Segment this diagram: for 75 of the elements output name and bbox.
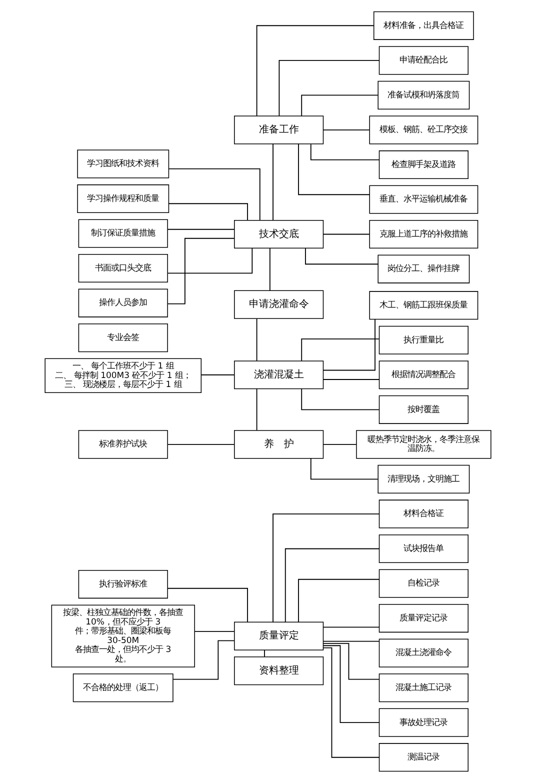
node-box: 混凝土浇灌命令	[378, 638, 468, 668]
node-box: 标准养护试块	[78, 430, 168, 459]
node-box: 事故处理记录	[378, 708, 468, 737]
node-box: 暖热季节定时浇水，冬季注意保温防冻。	[356, 430, 491, 459]
node-box: 垂直、水平运输机械准备	[368, 185, 478, 214]
connector	[166, 248, 252, 274]
node-box: 资料整理	[234, 656, 324, 686]
node-box: 准备工作	[234, 116, 324, 144]
connector	[172, 640, 234, 680]
connector	[298, 144, 370, 196]
connector	[322, 647, 380, 758]
connector	[194, 630, 234, 632]
connector	[322, 645, 379, 724]
connector	[256, 318, 257, 362]
node-box: 按时覆盖	[378, 395, 468, 424]
node-box: 质量评定记录	[378, 604, 468, 633]
node-box: 不合格的处理（返工）	[72, 674, 173, 702]
node-box: 材料准备，出具合格证	[372, 11, 474, 40]
node-box: 测温记录	[378, 743, 468, 772]
connector	[310, 458, 378, 480]
node-box: 材料合格证	[378, 500, 468, 528]
connector	[166, 238, 234, 304]
node-box: 按梁、柱独立基础的件数，各抽查 10%，但不应少于 3 件；带形基础、圈梁和板每 30-50M 各抽查一处，但均不少于 3 处。	[50, 604, 194, 668]
node-box: 试块报告单	[378, 534, 468, 564]
connector	[322, 640, 380, 642]
node-box: 一、 每个工作班不少于 1 组 二、 每拌制 100M3 砼不少于 1 组； 三、 现浇楼层，每层不少于 1 组	[44, 358, 202, 394]
node-box: 学习图纸和技术资料	[76, 150, 169, 178]
node-box: 检查脚手架及道路	[378, 150, 468, 180]
node-box: 执行验评标准	[78, 570, 168, 599]
connector	[272, 514, 380, 622]
connector	[268, 248, 270, 292]
connector	[278, 60, 380, 116]
node-box: 书面或口头交底	[78, 254, 168, 283]
node-box: 质量评定	[234, 622, 324, 650]
connector	[304, 248, 378, 265]
connector	[256, 388, 257, 431]
node-box: 制订保证质量措施	[78, 219, 168, 248]
node-box: 克服上道工序的补救措施	[368, 220, 478, 249]
node-box: 技术交底	[234, 220, 324, 249]
node-box: 申请浇灌命令	[234, 290, 324, 319]
connector	[322, 379, 380, 380]
connector	[322, 234, 370, 235]
node-box: 申请砼配合比	[378, 46, 468, 75]
node-box: 木工、钢筋工跟班保质量	[368, 291, 478, 320]
connector	[322, 626, 380, 628]
node-box: 清理现场，文明施工	[377, 464, 470, 494]
connector	[256, 25, 374, 116]
node-box: 执行重量比	[378, 326, 468, 354]
connector	[166, 444, 234, 445]
connector	[322, 643, 380, 680]
node-box: 岗位分工、操作挂牌	[377, 254, 470, 284]
connector	[310, 144, 380, 160]
connector	[322, 318, 375, 371]
node-box: 准备试模和坍落度筒	[377, 80, 470, 110]
connector	[168, 203, 248, 220]
connector	[322, 444, 356, 445]
connector	[166, 228, 234, 230]
connector	[300, 388, 379, 410]
node-box: 模板、钢筋、砼工序交接	[368, 116, 478, 144]
node-box: 根据情况调整配合	[378, 360, 468, 390]
connector	[300, 94, 378, 116]
connector	[298, 578, 380, 622]
node-box: 混凝土施工记录	[378, 674, 468, 702]
connector	[284, 548, 380, 622]
connector	[300, 338, 379, 362]
connector	[200, 374, 234, 376]
connector	[168, 168, 260, 221]
node-box: 操作人员参加	[78, 288, 168, 318]
connector	[166, 588, 248, 622]
node-box: 学习操作规程和质量	[76, 184, 169, 214]
node-box: 浇灌混凝土	[234, 360, 324, 390]
node-box: 专业会签	[78, 324, 168, 352]
connector	[272, 144, 273, 221]
node-box: 自检记录	[378, 569, 468, 598]
node-box: 养 护	[234, 430, 324, 459]
